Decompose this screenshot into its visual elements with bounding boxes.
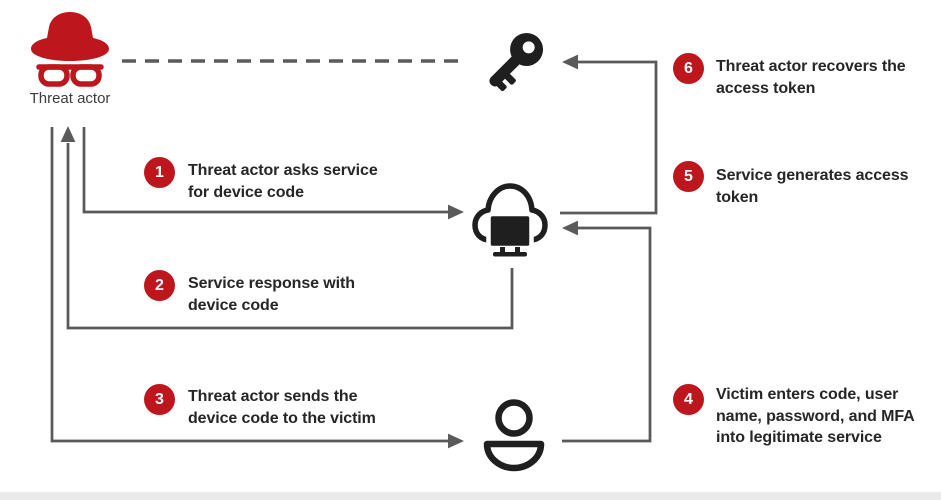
key-icon [468, 22, 554, 113]
step-4-badge: 4 [673, 384, 704, 415]
glasses-shape [36, 64, 104, 87]
step-5-badge: 5 [673, 161, 704, 192]
arrow-4-victim-to-service [562, 220, 652, 443]
step-6-label: Threat actor recovers the access token [716, 58, 906, 97]
step-6-badge: 6 [673, 53, 704, 84]
cloud-service-icon [472, 178, 548, 265]
arrow-1-actor-to-service [82, 127, 464, 220]
bottom-divider [0, 492, 941, 500]
step-1-label: Threat actor asks service for device cod… [188, 162, 378, 201]
step-2-badge: 2 [144, 270, 175, 301]
arrow-5-6-service-to-token [560, 54, 658, 215]
step-1-badge: 1 [144, 157, 175, 188]
victim-person-icon [482, 394, 546, 477]
threat-actor-label: Threat actor [29, 90, 111, 107]
hat-shape [31, 12, 109, 61]
step-5-label: Service generates access token [716, 167, 909, 206]
arrow-2-service-to-actor [60, 126, 514, 330]
step-3-label: Threat actor sends the device code to th… [188, 388, 376, 427]
step-3-badge: 3 [144, 384, 175, 415]
arrow-3-actor-to-victim [50, 127, 464, 449]
step-2-label: Service response with device code [188, 275, 355, 314]
threat-actor-icon [26, 10, 114, 93]
step-4-label: Victim enters code, user name, password,… [716, 386, 915, 446]
